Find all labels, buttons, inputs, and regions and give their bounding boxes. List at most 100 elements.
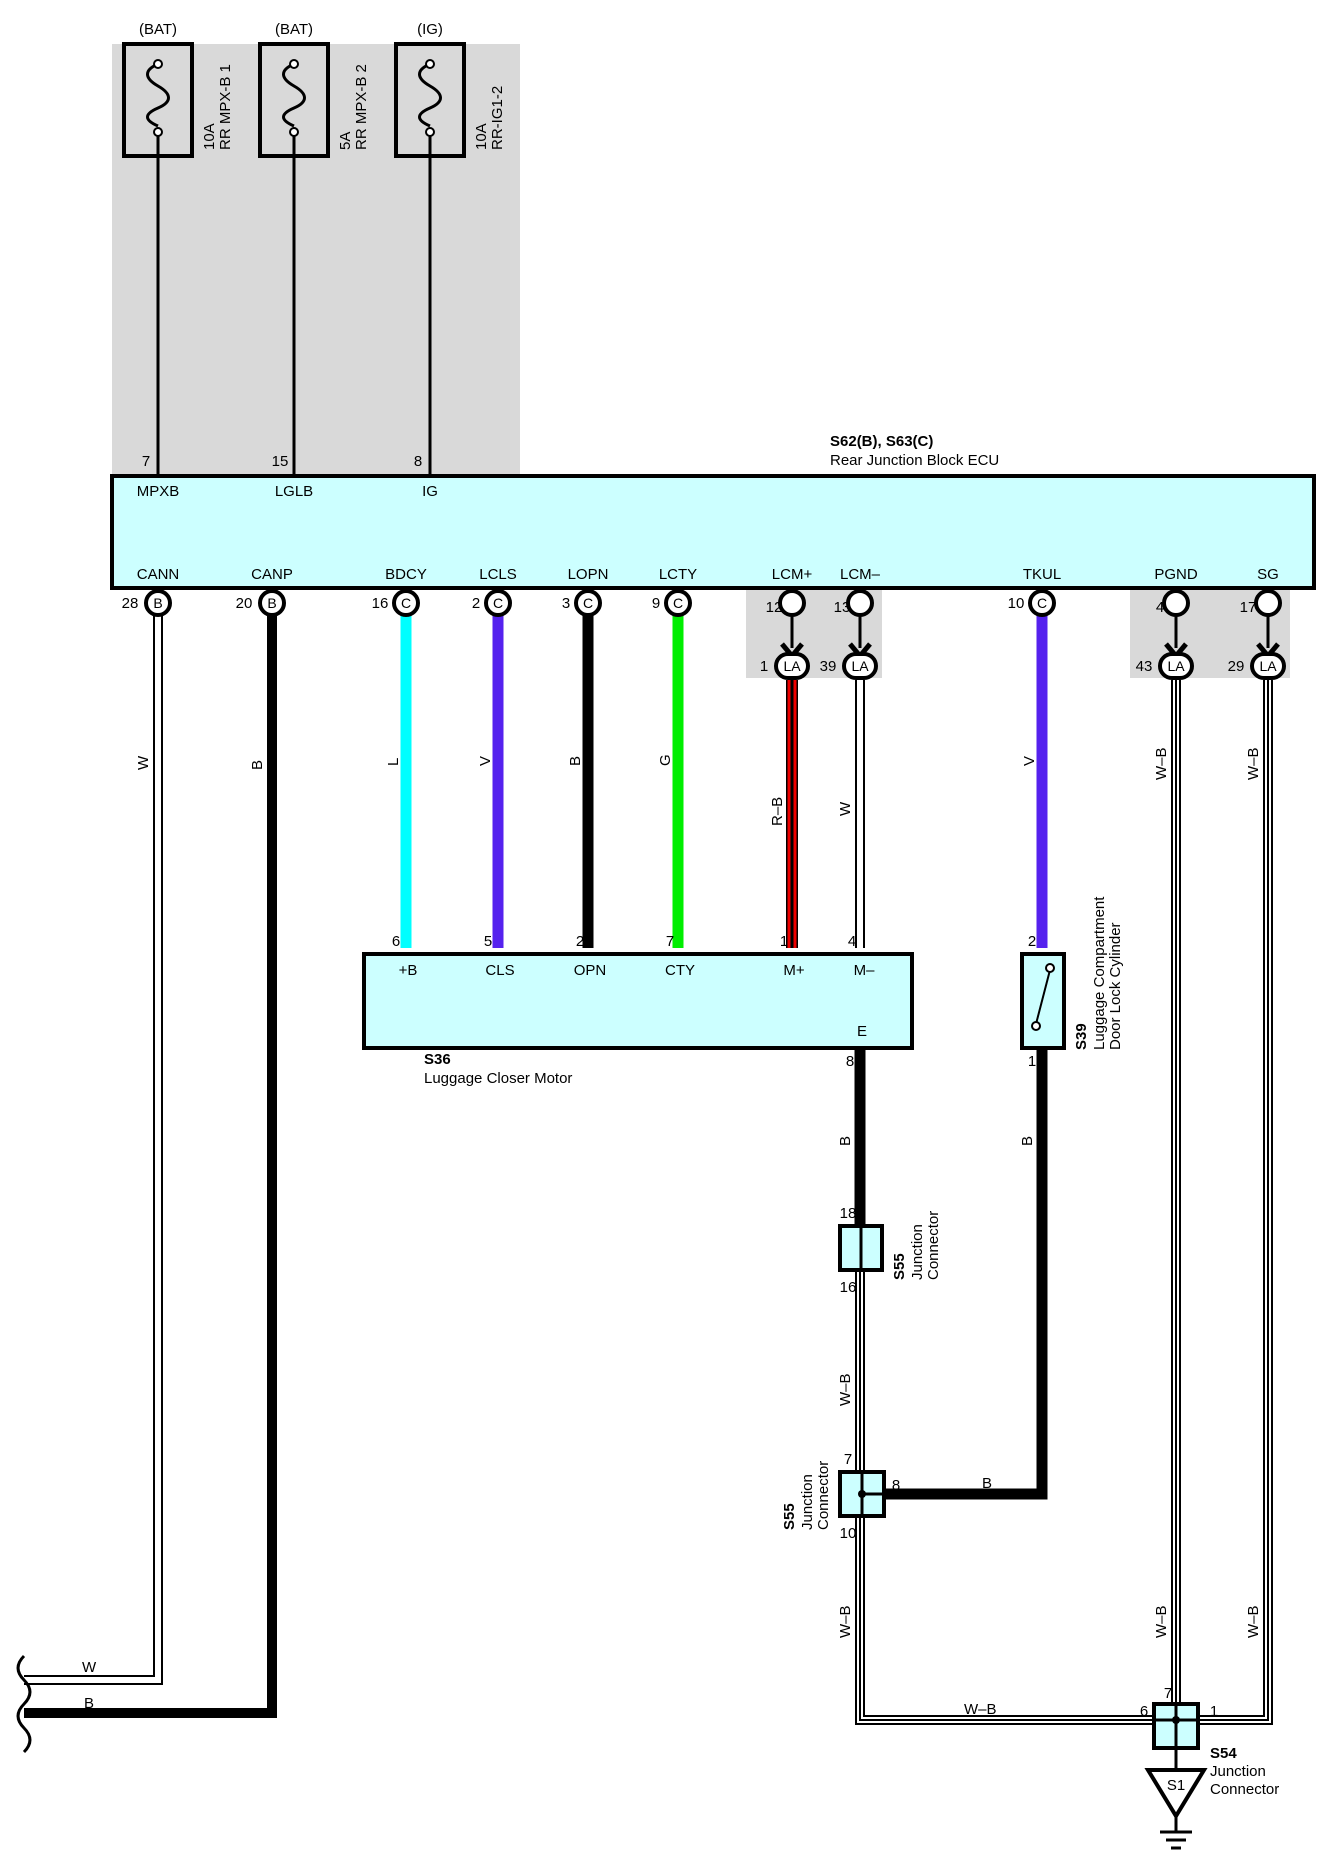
junction-name: Connector [925, 1211, 942, 1280]
motor-name: Luggage Closer Motor [424, 1070, 572, 1087]
terminal-label: MPXB [137, 483, 180, 500]
terminal-label: PGND [1154, 566, 1198, 583]
la-connector-1[interactable]: LA 1 [760, 642, 810, 680]
junction-name: Connector [815, 1461, 832, 1530]
wire-color-label: V [477, 756, 494, 766]
ground-label: S1 [1167, 1777, 1185, 1794]
terminal-label: LGLB [275, 483, 313, 500]
terminal-label: SG [1257, 566, 1279, 583]
la-connector-43[interactable]: LA 43 [1136, 642, 1194, 680]
la-connector-39[interactable]: LA 39 [820, 642, 878, 680]
motor-code: S36 [424, 1051, 451, 1068]
pin-number: 15 [272, 453, 289, 470]
ecu-pin-lcty[interactable]: C 9 [652, 589, 692, 617]
ecu-pin-lcm-minus[interactable]: 13 [834, 589, 874, 617]
junction-name: Junction [909, 1224, 926, 1280]
junction-connector-s55-upper[interactable] [838, 1224, 884, 1272]
svg-text:13: 13 [834, 599, 851, 616]
ecu-pin-lcm-plus[interactable]: 12 [766, 589, 806, 617]
motor-terminal-label: CLS [485, 962, 514, 979]
motor-terminal-label: +B [399, 962, 418, 979]
ecu-pin-sg[interactable]: 17 [1240, 589, 1282, 617]
svg-text:12: 12 [766, 599, 783, 616]
svg-text:3: 3 [562, 595, 570, 612]
wire-color-label: V [1021, 756, 1038, 766]
terminal-label: LCTY [659, 566, 697, 583]
fuse-shade-area [112, 44, 520, 474]
junction-name: Junction [799, 1474, 816, 1530]
switch-icon [1035, 969, 1051, 1025]
svg-text:B: B [153, 595, 162, 611]
terminal-label: LOPN [568, 566, 609, 583]
luggage-door-lock-cylinder[interactable] [1020, 952, 1066, 1050]
rear-junction-block-ecu[interactable] [110, 474, 1316, 590]
terminal-label: LCM– [840, 566, 881, 583]
motor-terminal-label: CTY [665, 962, 695, 979]
svg-text:16: 16 [372, 595, 389, 612]
fuse-rating: 10A [201, 123, 218, 150]
lock-cylinder-code: S39 [1073, 1023, 1090, 1050]
svg-text:29: 29 [1228, 658, 1245, 675]
wire-break-icon [16, 1654, 32, 1754]
wire-color-label: W–B [1245, 1605, 1262, 1638]
fuse-rating: 10A [473, 123, 490, 150]
ecu-pin-canp[interactable]: B 20 [236, 589, 286, 617]
pin-number: 2 [1028, 933, 1036, 950]
luggage-closer-motor[interactable] [362, 952, 914, 1050]
terminal-label: CANN [137, 566, 180, 583]
wire-s55-10-white-black [855, 1516, 1154, 1725]
fuse-name: RR MPX-B 2 [353, 64, 370, 150]
ecu-pin-pgnd[interactable]: 4 [1156, 589, 1190, 617]
svg-text:C: C [673, 595, 683, 611]
fuse-symbol-icon [282, 62, 306, 128]
ecu-pin-bdcy[interactable]: C 16 [372, 589, 420, 617]
ecu-name: Rear Junction Block ECU [830, 452, 999, 469]
fuse-supply-label: (BAT) [139, 21, 177, 38]
wire-color-label: W–B [1245, 747, 1262, 780]
fuse-name: RR MPX-B 1 [217, 64, 234, 150]
junction-connector-s54[interactable] [1152, 1702, 1200, 1770]
ground-point-s1[interactable]: S1 [1144, 1768, 1208, 1850]
ecu-code: S62(B), S63(C) [830, 433, 933, 450]
junction-name: Junction [1210, 1763, 1266, 1780]
fuse-name: RR-IG1-2 [489, 86, 506, 150]
terminal-label: IG [422, 483, 438, 500]
pin-number: 7 [666, 933, 674, 950]
wire-color-label: G [657, 754, 674, 766]
ecu-pin-lopn[interactable]: C 3 [562, 589, 602, 617]
lock-cylinder-name: Door Lock Cylinder [1107, 922, 1124, 1050]
wire-color-label: B [1019, 1136, 1036, 1146]
wire-color-label: L [385, 758, 402, 766]
wire-color-label: B [567, 756, 584, 766]
fuse-supply-label: (IG) [417, 21, 443, 38]
ecu-pin-lcls[interactable]: C 2 [472, 589, 512, 617]
wire-sg-white-black [1198, 680, 1273, 1725]
svg-text:1: 1 [760, 658, 768, 675]
svg-text:10: 10 [1008, 595, 1025, 612]
la-connector-29[interactable]: LA 29 [1228, 642, 1286, 680]
junction-connector-s55-lower[interactable] [838, 1470, 886, 1518]
pin-number: 1 [1210, 1703, 1218, 1720]
svg-text:LA: LA [851, 658, 869, 674]
terminal-label: TKUL [1023, 566, 1061, 583]
pin-number: 5 [484, 933, 492, 950]
wire-color-label: W–B [1153, 747, 1170, 780]
svg-text:C: C [583, 595, 593, 611]
wire-color-label: W–B [837, 1605, 854, 1638]
ecu-pin-tkul[interactable]: C 10 [1008, 589, 1056, 617]
pin-number: 7 [142, 453, 150, 470]
wire-s39-ground-black [884, 1040, 1048, 1500]
svg-text:C: C [1037, 595, 1047, 611]
ecu-pin-cann[interactable]: B 28 [122, 589, 172, 617]
junction-name: Connector [1210, 1781, 1279, 1798]
terminal-label: CANP [251, 566, 293, 583]
svg-text:2: 2 [472, 595, 480, 612]
pin-number: 6 [392, 933, 400, 950]
svg-text:C: C [493, 595, 503, 611]
pin-number: 6 [1140, 1703, 1148, 1720]
pin-number: 8 [892, 1477, 900, 1494]
fuse-rr-mpx-b1[interactable]: (BAT) 10A RR MPX-B 1 [122, 21, 234, 158]
svg-text:LA: LA [1259, 658, 1277, 674]
terminal-label: LCLS [479, 566, 517, 583]
